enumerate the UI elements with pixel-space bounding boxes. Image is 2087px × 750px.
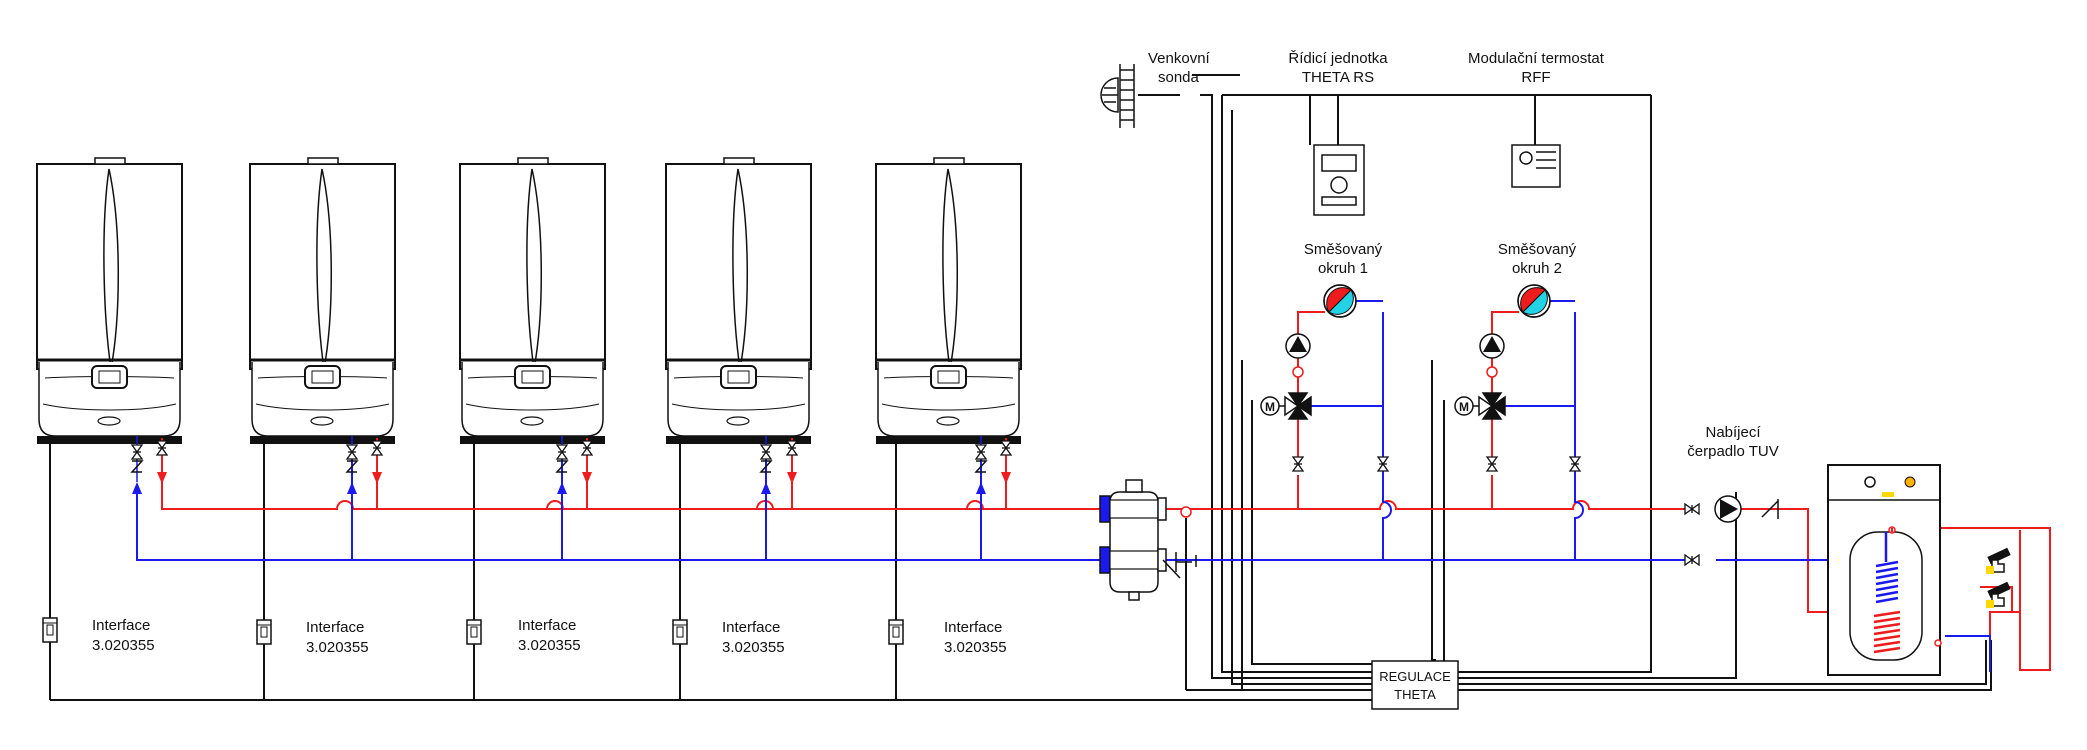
interface-1-label-2: 3.020355 (92, 637, 155, 654)
flow-piping (161, 311, 2051, 671)
thermostat-label-1: Modulační termostat (1468, 50, 1605, 67)
control-unit-label-1: Řídicí jednotka (1288, 50, 1388, 67)
dhw-taps (1986, 547, 2011, 608)
return-arrows (132, 482, 986, 494)
mixed-circuit-1-label-1: Směšovaný (1304, 241, 1383, 258)
dhw-tank (1827, 464, 1942, 676)
boiler-4 (664, 156, 813, 446)
interface-4-label-1: Interface (722, 619, 780, 636)
interface-2-label-2: 3.020355 (306, 639, 369, 656)
flow-sensor (1180, 506, 1192, 518)
regulator-label-1: REGULACE (1379, 669, 1451, 684)
control-unit-label-2: THETA RS (1302, 69, 1374, 86)
mixed-circuit-2-label-2: okruh 2 (1512, 260, 1562, 277)
interface-4-label-2: 3.020355 (722, 639, 785, 656)
boiler-3 (458, 156, 607, 446)
regulator-box (1371, 660, 1459, 710)
control-wiring (49, 74, 1992, 701)
return-piping (136, 312, 1991, 672)
boiler-1 (35, 156, 184, 446)
outdoor-probe-label-2: sonda (1158, 69, 1200, 86)
outdoor-probe-label-1: Venkovní (1148, 50, 1211, 67)
outdoor-probe (1100, 64, 1135, 128)
interface-2-label-1: Interface (306, 619, 364, 636)
regulator-label-2: THETA (1394, 687, 1436, 702)
interface-1-label-1: Interface (92, 617, 150, 634)
interface-3-label-1: Interface (518, 617, 576, 634)
interface-5-label-2: 3.020355 (944, 639, 1007, 656)
mixed-circuit-2-label-1: Směšovaný (1498, 241, 1577, 258)
thermostat-device (1511, 144, 1561, 188)
dhw-pump-label-1: Nabíjecí (1705, 424, 1761, 441)
interface-5-label-1: Interface (944, 619, 1002, 636)
dhw-pump-label-2: čerpadlo TUV (1687, 443, 1778, 460)
hydraulic-separator (1099, 479, 1167, 601)
flow-arrows (157, 472, 1011, 484)
mixed-circuit-2 (1454, 284, 1581, 472)
thermostat-label-2: RFF (1521, 69, 1550, 86)
mixed-circuit-1 (1260, 284, 1389, 472)
mixed-circuit-1-label-2: okruh 1 (1318, 260, 1368, 277)
interface-3-label-2: 3.020355 (518, 637, 581, 654)
boiler-5 (874, 156, 1023, 446)
control-unit-device (1313, 144, 1365, 216)
boiler-2 (248, 156, 397, 446)
return-check (1162, 552, 1197, 579)
dhw-charging-pump (1684, 495, 1779, 566)
